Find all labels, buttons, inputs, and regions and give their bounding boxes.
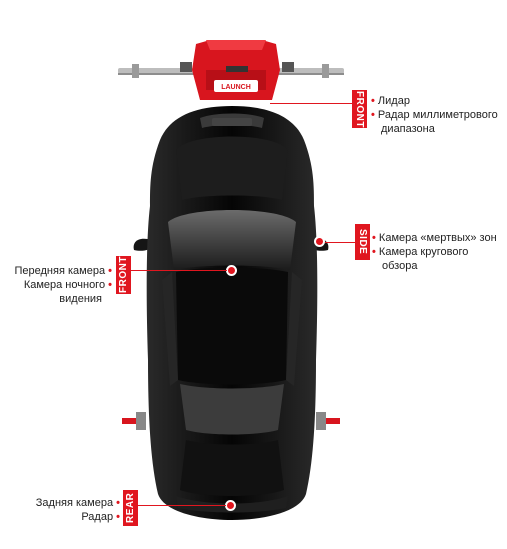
- calibration-frame: LAUNCH: [118, 40, 344, 100]
- rear-pointer-line: [138, 505, 226, 506]
- rear-marker: [225, 500, 236, 511]
- side-pointer-line: [325, 242, 355, 243]
- rear-item-camera: Задняя камера: [35, 497, 114, 509]
- side-item-surround: Камера кругового: [378, 246, 469, 258]
- front-cabin-item-nightvision-cont: видения: [59, 293, 102, 305]
- windshield: [168, 210, 296, 270]
- side-item-blindspot: Камера «мертвых» зон: [378, 232, 497, 244]
- front-cabin-tag: FRONT: [116, 256, 131, 294]
- side-item-surround-cont: обзора: [382, 260, 418, 272]
- front-cabin-pointer-line: [131, 270, 227, 271]
- front-top-item-radar-cont: диапазона: [381, 123, 435, 135]
- front-top-tag: FRONT: [352, 90, 367, 128]
- front-cabin-labels: Передняя камера • Камера ночного • виден…: [14, 265, 113, 305]
- front-cabin-item-camera: Передняя камера: [14, 265, 106, 277]
- rear-tag: REAR: [123, 490, 138, 526]
- front-top-item-lidar: Лидар: [377, 95, 410, 107]
- rear-labels: Задняя камера • Радар •: [35, 497, 120, 523]
- side-marker: [314, 236, 325, 247]
- front-top-pointer-line: [270, 103, 352, 104]
- rear-item-radar: Радар: [81, 511, 114, 523]
- front-cabin-marker: [226, 265, 237, 276]
- front-top-item-radar: Радар миллиметрового: [377, 109, 498, 121]
- front-top-labels: • Лидар • Радар миллиметрового диапазона: [371, 95, 498, 135]
- launch-logo-text: LAUNCH: [221, 84, 251, 91]
- side-labels: • Камера «мертвых» зон • Камера круговог…: [372, 232, 497, 272]
- front-cabin-item-nightvision: Камера ночного: [23, 279, 106, 291]
- side-tag: SIDE: [355, 224, 370, 260]
